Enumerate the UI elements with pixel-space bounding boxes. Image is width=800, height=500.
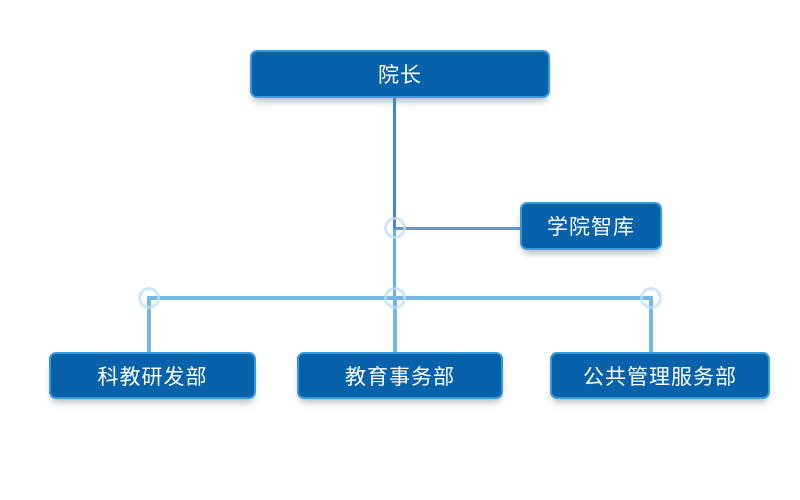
org-node-think-tank: 学院智库 bbox=[520, 202, 662, 250]
org-node-dept-research: 科教研发部 bbox=[49, 352, 256, 399]
connector-middle-vertical bbox=[393, 229, 396, 298]
org-node-dept-education: 教育事务部 bbox=[297, 352, 503, 399]
connector-dean-vertical bbox=[393, 98, 396, 229]
connector-drop-dept-1 bbox=[147, 296, 151, 354]
junction-ring-think-tank bbox=[384, 217, 406, 239]
connector-think-tank-horizontal bbox=[395, 227, 520, 230]
org-node-dean-label: 院长 bbox=[378, 64, 422, 87]
junction-ring-center bbox=[384, 287, 406, 309]
junction-ring-right bbox=[640, 287, 662, 309]
org-node-dean: 院长 bbox=[250, 50, 550, 98]
connector-drop-dept-2 bbox=[393, 296, 397, 354]
org-node-dept-public-service-label: 公共管理服务部 bbox=[583, 365, 737, 389]
org-node-think-tank-label: 学院智库 bbox=[547, 216, 635, 239]
connector-drop-dept-3 bbox=[649, 296, 653, 354]
org-node-dept-public-service: 公共管理服务部 bbox=[550, 352, 770, 399]
org-node-dept-education-label: 教育事务部 bbox=[345, 365, 455, 389]
org-node-dept-research-label: 科教研发部 bbox=[97, 365, 208, 389]
junction-ring-left bbox=[138, 287, 160, 309]
